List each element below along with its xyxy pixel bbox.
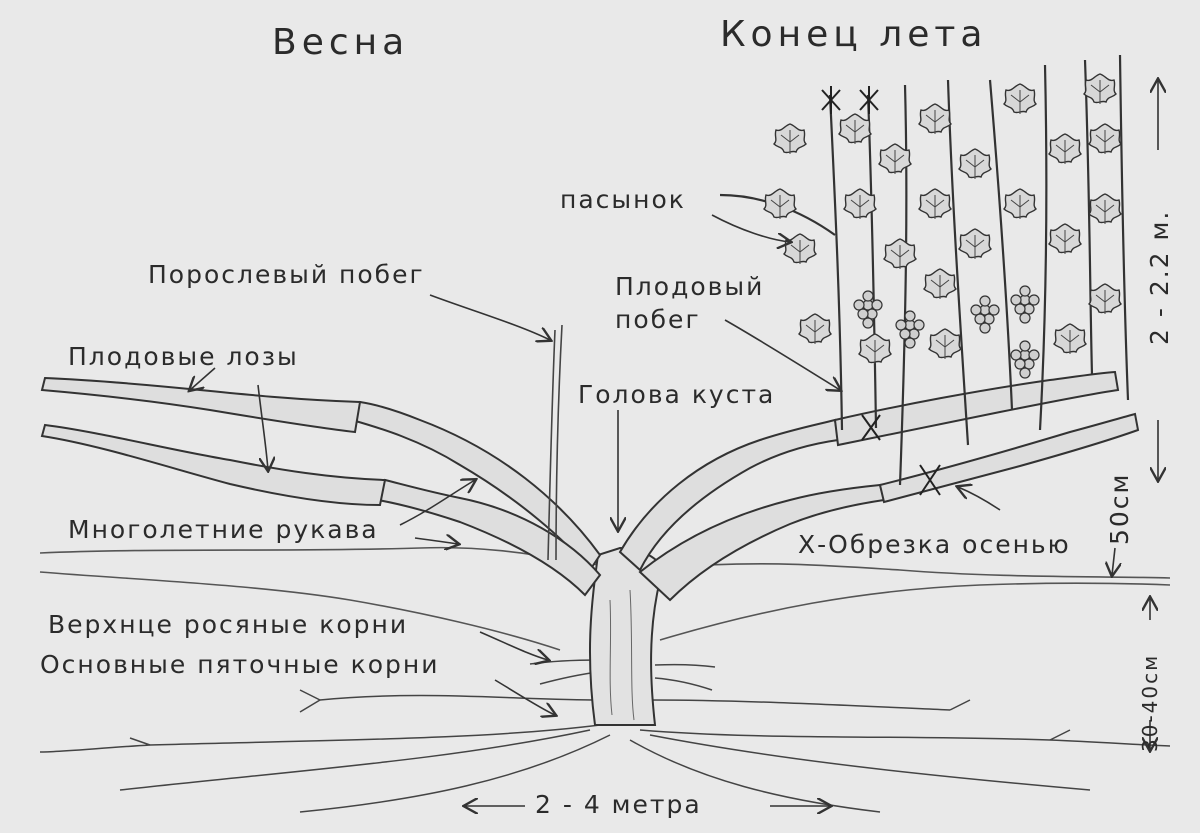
heading-late-summer: Конец лета	[720, 14, 988, 55]
prune-marks	[821, 86, 941, 496]
late-summer-arms	[618, 370, 1140, 602]
label-perennial-arms: Многолетние рукава	[68, 515, 379, 544]
label-lateral-shoot: пасынок	[560, 185, 686, 214]
roots	[39, 659, 1171, 813]
label-suckering-shoot: Порослевый побег	[148, 260, 425, 289]
label-fruit-shoot-line1: Плодовый	[615, 272, 765, 301]
spring-arms	[40, 376, 602, 597]
leaves	[763, 73, 1122, 365]
label-pruning-note: Х-Обрезка осенью	[798, 530, 1071, 559]
dimension-lines	[465, 80, 1158, 806]
label-bush-head: Голова куста	[578, 380, 776, 409]
label-arrows	[190, 214, 1001, 715]
dimension-height: 2 - 2.2 м.	[1145, 209, 1174, 345]
dimension-trunk-height: 50см	[1105, 472, 1134, 545]
dimension-root-depth: 30-40см	[1138, 653, 1162, 752]
label-upper-dew-roots: Верхнце росяные корни	[48, 610, 409, 639]
dimension-spread: 2 - 4 метра	[535, 790, 702, 819]
label-fruit-shoot-line2: побег	[615, 305, 701, 334]
label-fruit-vines: Плодовые лозы	[68, 342, 299, 371]
suckering-shoot-stem	[547, 324, 563, 561]
heading-spring: Весна	[272, 22, 410, 63]
label-main-heel-roots: Основные пяточные корни	[40, 650, 440, 679]
